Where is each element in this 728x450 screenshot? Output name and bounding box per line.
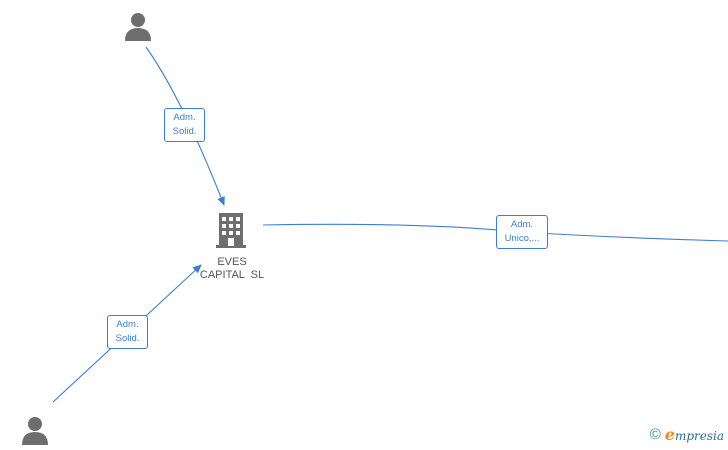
relation-label-line1: Adm. — [510, 219, 534, 230]
brand-name-rest: mpresia — [674, 429, 724, 443]
relation-label-line2: Solid. — [115, 333, 140, 344]
company-name-line1: EVES — [217, 256, 247, 268]
company-name-line2: CAPITAL SL — [199, 269, 265, 281]
brand-watermark: © empresia — [650, 425, 724, 444]
relation-label-line1: Adm. — [116, 319, 139, 330]
relation-label-bottom[interactable]: Adm. Solid. — [107, 315, 148, 349]
company-name[interactable]: EVES CAPITAL SL — [187, 256, 277, 282]
person-icon[interactable] — [22, 417, 48, 445]
copyright-icon: © — [649, 426, 661, 443]
relation-label-line1: Adm. — [173, 112, 196, 123]
building-icon[interactable] — [216, 213, 246, 248]
relation-label-line2: Solid. — [172, 126, 197, 137]
relation-label-line2: Unico,... — [504, 233, 540, 244]
brand-name: empresia — [665, 425, 724, 444]
relation-label-top[interactable]: Adm. Solid. — [164, 108, 205, 142]
relation-label-right[interactable]: Adm. Unico,... — [496, 215, 548, 249]
person-icon[interactable] — [125, 13, 151, 41]
brand-name-first: e — [664, 425, 675, 444]
